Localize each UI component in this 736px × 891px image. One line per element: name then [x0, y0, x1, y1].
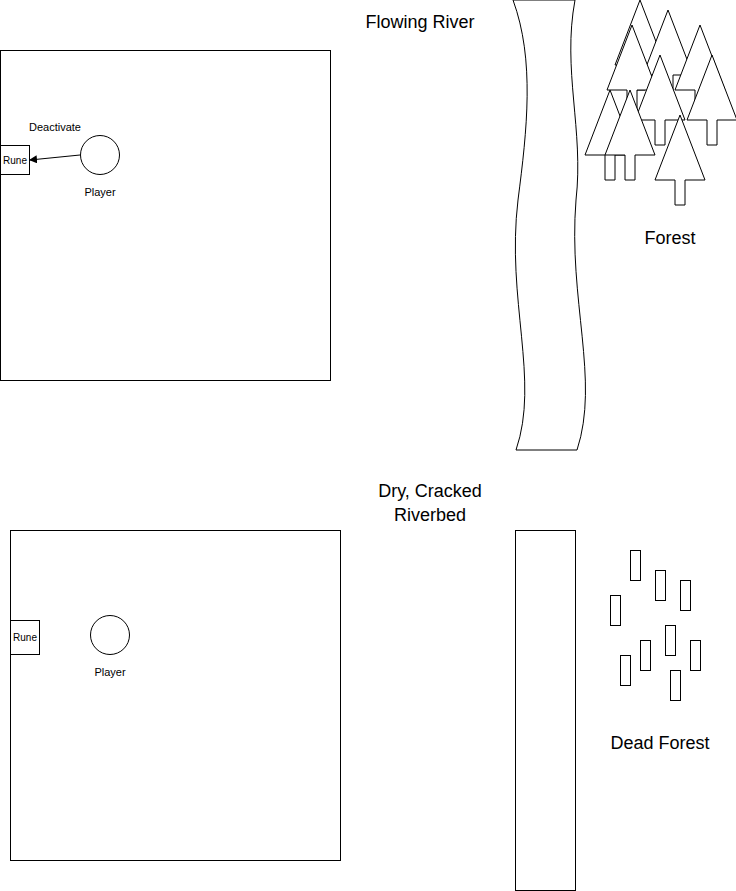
rune-label: Rune [3, 155, 27, 166]
arrow-connector [30, 155, 80, 160]
pine-tree [687, 55, 736, 145]
river-shape [513, 0, 585, 450]
dead-tree [656, 571, 666, 601]
action-label: Deactivate [28, 121, 82, 133]
room-square [11, 531, 341, 861]
circle-outline [80, 135, 120, 175]
rune-box: Rune [10, 620, 40, 655]
dead-tree [666, 626, 676, 656]
rune-box: Rune [0, 145, 30, 175]
dead-tree [621, 656, 631, 686]
dead-trees [611, 551, 701, 701]
player-label: Player [94, 666, 125, 678]
dead-tree [641, 641, 651, 671]
pine-tree [605, 90, 655, 180]
forest-label: Dead Forest [610, 731, 709, 755]
dry-riverbed [516, 531, 576, 891]
riverbed-title: Dry, Cracked Riverbed [355, 479, 505, 527]
river-title: Flowing River [365, 10, 474, 34]
dead-tree [691, 641, 701, 671]
dead-tree [631, 551, 641, 581]
dead-tree [671, 671, 681, 701]
forest-label: Forest [644, 226, 695, 250]
player-circle: Player [80, 135, 120, 175]
dead-tree [681, 581, 691, 611]
circle-outline [90, 615, 130, 655]
forest-trees [585, 0, 736, 205]
dead-tree [611, 596, 621, 626]
pine-tree [655, 115, 705, 205]
player-circle: Player [90, 615, 130, 655]
rune-label: Rune [13, 632, 37, 643]
room-square [1, 51, 331, 381]
player-label: Player [84, 186, 115, 198]
